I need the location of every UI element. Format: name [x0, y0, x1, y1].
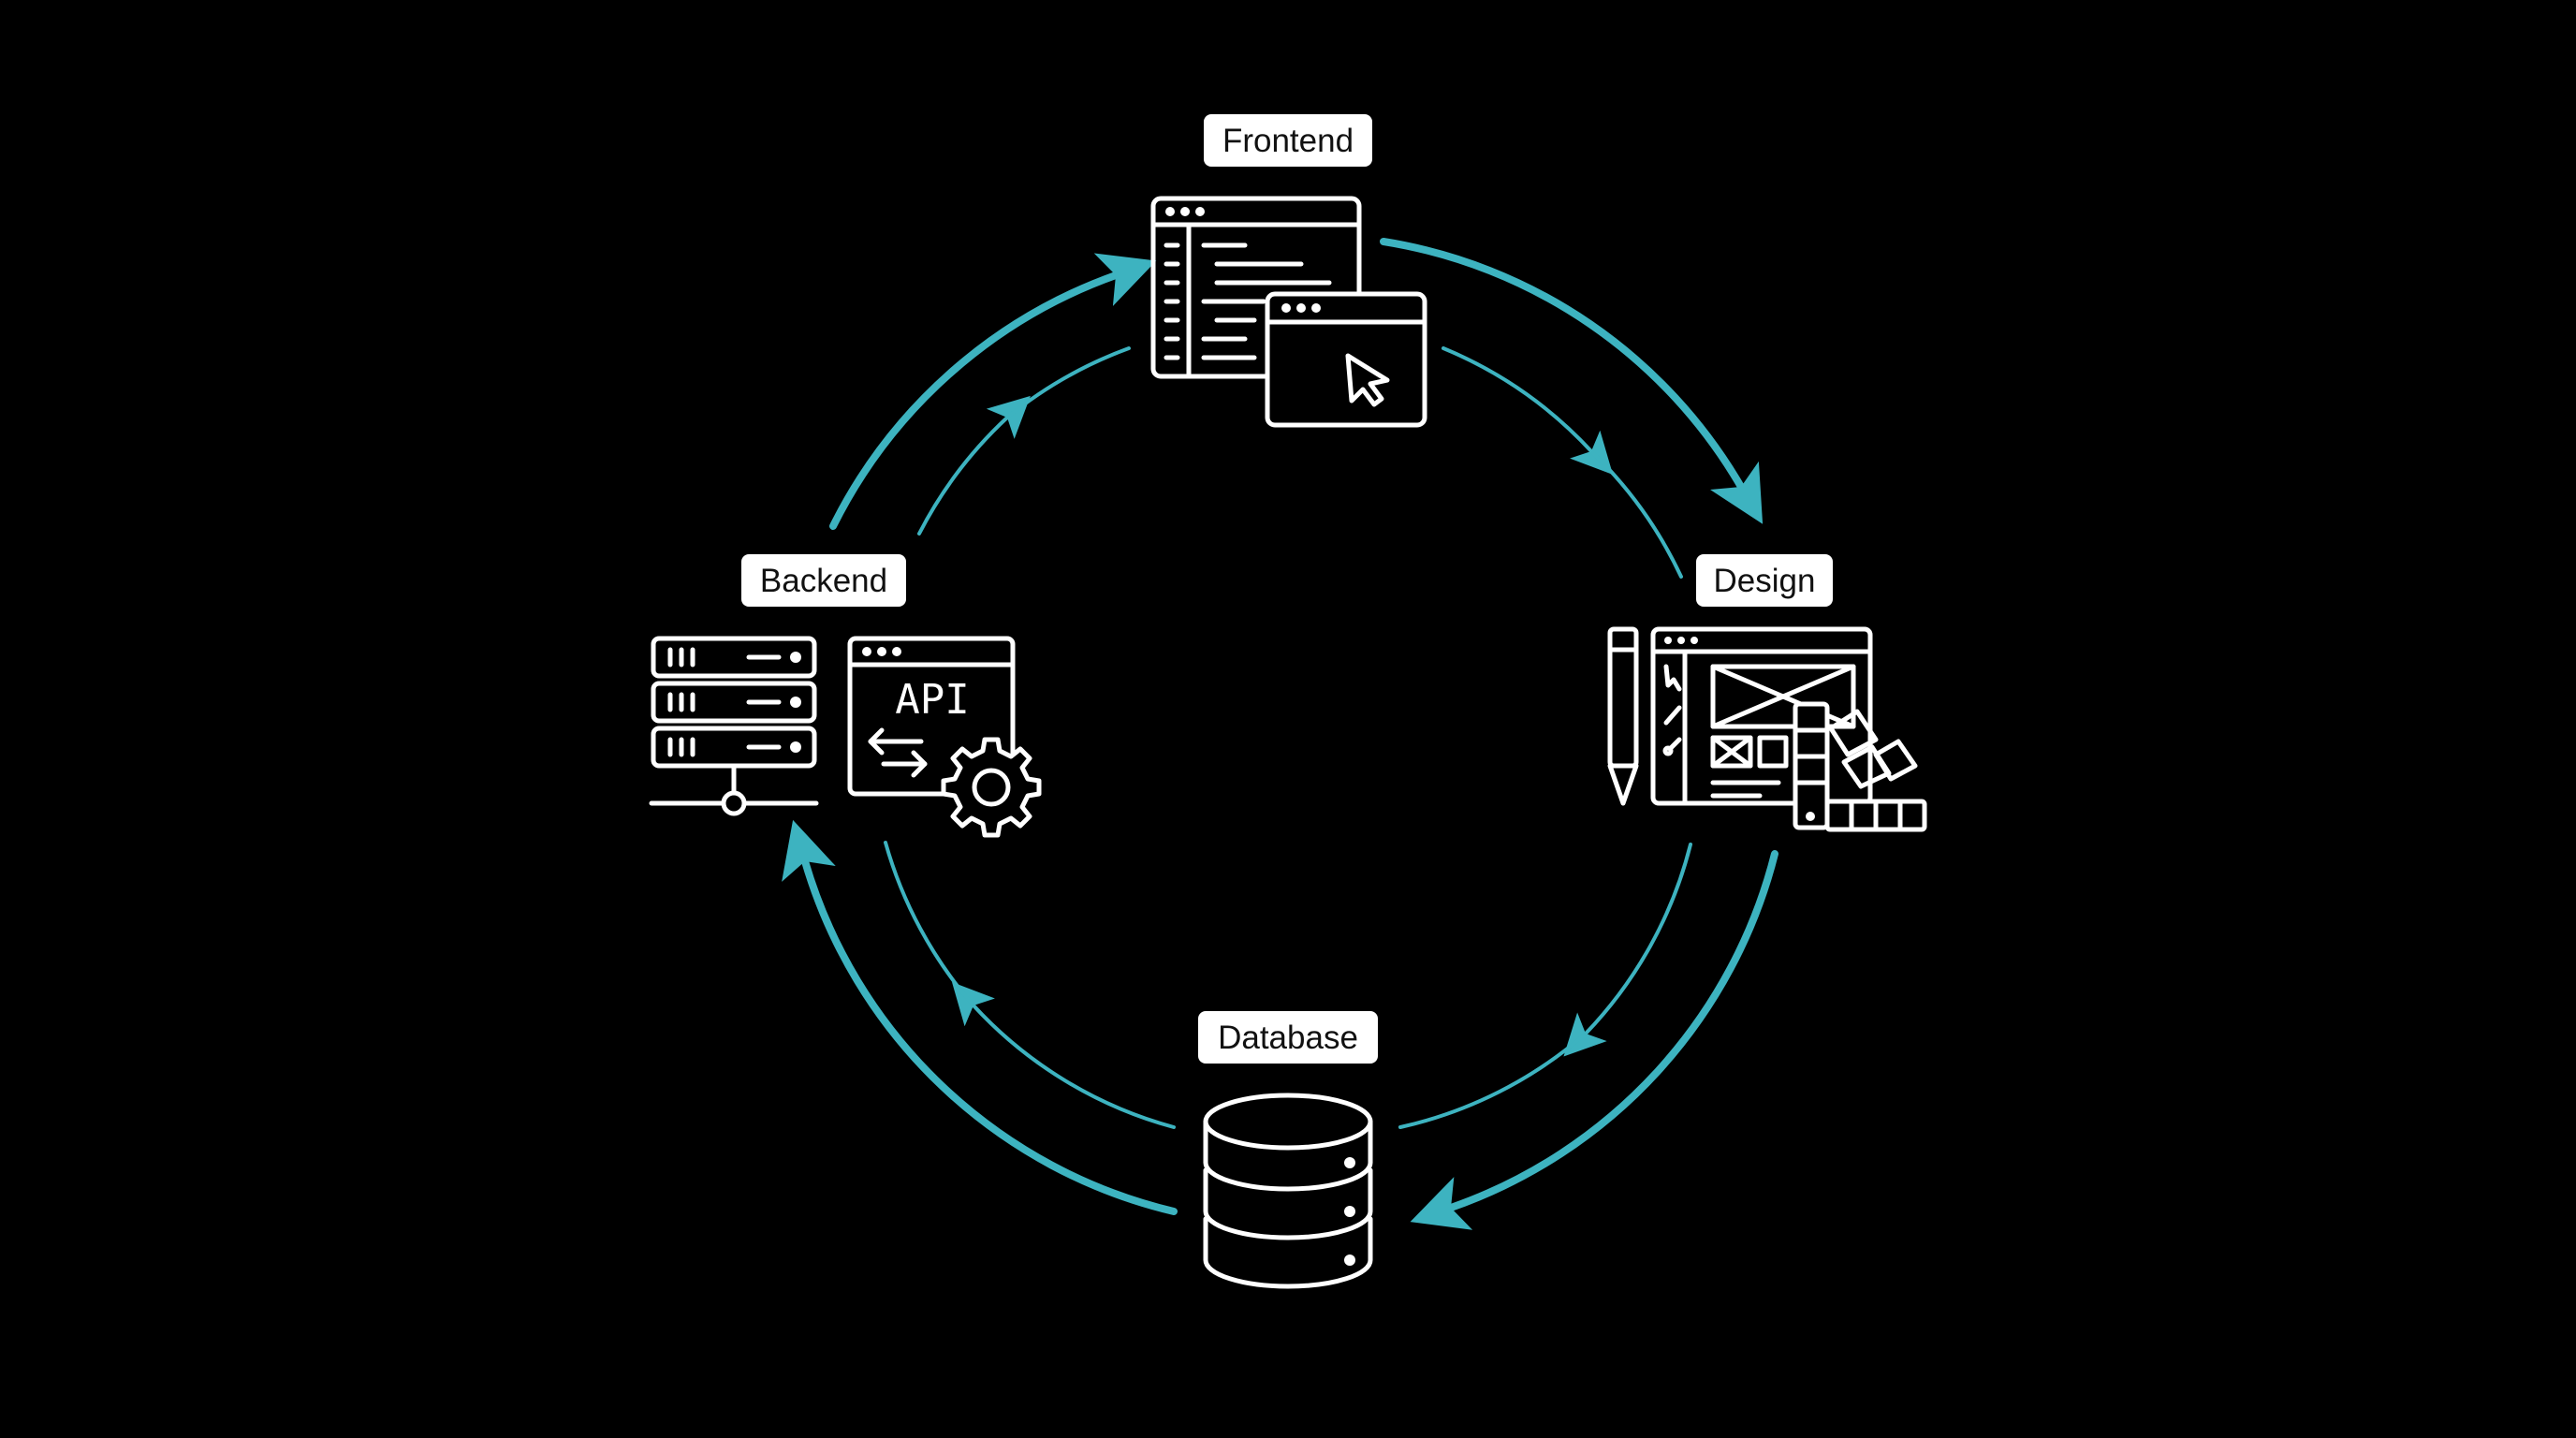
outer-arrows	[782, 238, 1778, 1230]
api-label: API	[895, 676, 969, 724]
inner-arrow-backend-to-frontend-b	[1005, 346, 1131, 419]
frontend-label-box	[1204, 114, 1372, 167]
inner-arrow-design-to-database-b	[1398, 1032, 1588, 1129]
design-label: Design	[1714, 563, 1816, 599]
backend-label: Backend	[760, 563, 887, 599]
design-label-box	[1696, 554, 1833, 607]
inner-arrow-design-to-database-a	[1563, 843, 1692, 1057]
wireframe-pencil-swatches-icon	[1607, 626, 1927, 832]
node-design: Design	[1607, 554, 1927, 832]
database-cylinder-icon	[1203, 1093, 1373, 1289]
database-label: Database	[1218, 1020, 1358, 1056]
inner-arrow-frontend-to-design-a	[1442, 346, 1614, 475]
inner-arrow-database-to-backend-b	[884, 841, 975, 1007]
node-database: Database	[1198, 1011, 1378, 1289]
node-frontend: Frontend	[1150, 114, 1427, 428]
code-editor-window-cursor-icon	[1150, 196, 1427, 428]
arrow-database-to-backend	[782, 819, 1178, 1215]
arrow-backend-to-frontend	[829, 253, 1157, 530]
node-backend: Backend	[649, 554, 1042, 838]
inner-arrow-frontend-to-design-b	[1589, 449, 1683, 579]
gear-icon	[941, 737, 1042, 838]
server-rack-api-gear-icon: API	[649, 636, 1042, 838]
inner-arrow-database-to-backend-a	[951, 981, 1176, 1129]
arrow-frontend-to-design	[1380, 238, 1764, 524]
frontend-label: Frontend	[1222, 123, 1354, 159]
inner-arrow-backend-to-frontend-a	[917, 395, 1031, 536]
backend-label-box	[741, 554, 906, 607]
database-label-box	[1198, 1011, 1378, 1064]
inner-arrows	[884, 346, 1692, 1129]
arrow-design-to-database	[1410, 850, 1778, 1230]
